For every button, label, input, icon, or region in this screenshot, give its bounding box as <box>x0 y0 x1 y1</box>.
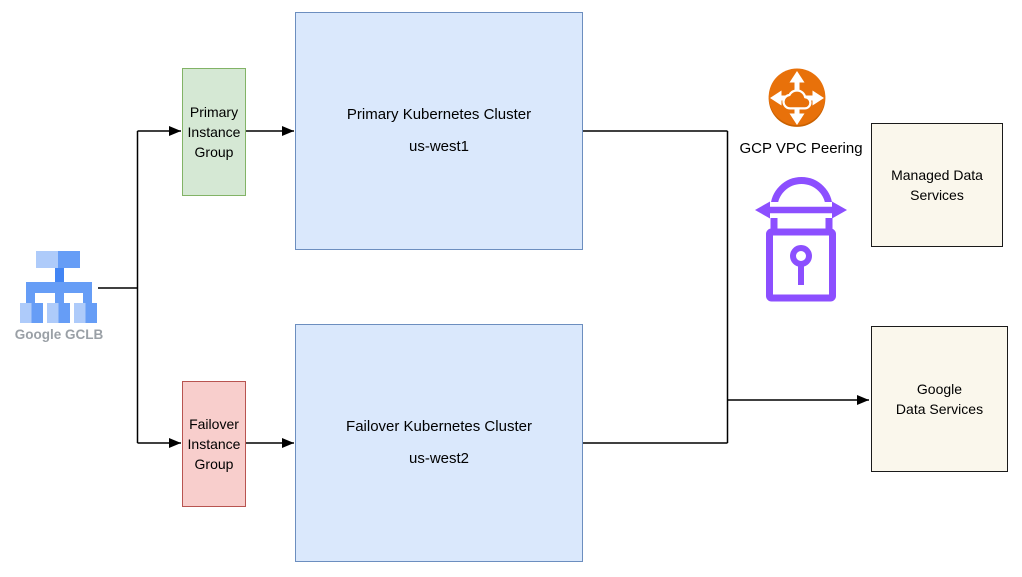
node-label-line: Primary <box>189 104 239 120</box>
gclb-label: Google GCLB <box>14 327 104 342</box>
lock-with-bidirectional-arrow-icon <box>754 177 848 302</box>
node-primary-instance-group: Primary Instance Group <box>182 68 246 196</box>
lb-backend-1 <box>20 303 43 323</box>
lb-trunk <box>54 268 64 282</box>
node-label-line: Google <box>916 381 963 397</box>
load-balancer-icon <box>20 251 98 323</box>
node-google-data-services: Google Data Services <box>871 326 1008 472</box>
node-label-line: Instance <box>187 436 241 452</box>
node-label-line: Managed Data <box>891 167 983 183</box>
node-label-line: Failover <box>189 416 239 432</box>
node-label-line: Data Services <box>895 401 984 417</box>
node-failover-instance-group: Failover Instance Group <box>182 381 246 507</box>
vpc-peering-label: GCP VPC Peering <box>739 140 863 157</box>
node-managed-data-services: Managed Data Services <box>871 123 1003 247</box>
lb-top-node-left <box>36 251 58 268</box>
lb-leg-left <box>26 293 35 303</box>
lb-backend-3 <box>74 303 97 323</box>
node-label-line: Group <box>194 144 234 160</box>
cluster-region: us-west2 <box>408 450 470 467</box>
lb-distribution-bar <box>26 282 92 293</box>
node-primary-kubernetes-cluster: Primary Kubernetes Cluster us-west1 <box>295 12 583 250</box>
cluster-name: Primary Kubernetes Cluster <box>346 106 532 123</box>
node-label-line: Instance <box>187 124 241 140</box>
node-label-line: Services <box>910 187 964 203</box>
lb-leg-right <box>83 293 92 303</box>
cluster-name: Failover Kubernetes Cluster <box>346 418 532 435</box>
lb-backend-2 <box>47 303 70 323</box>
lb-leg-middle <box>54 293 64 303</box>
cloud-peering-arrows-icon <box>768 68 826 127</box>
lb-top-node-right <box>58 251 80 268</box>
node-failover-kubernetes-cluster: Failover Kubernetes Cluster us-west2 <box>295 324 583 562</box>
cluster-region: us-west1 <box>408 138 470 155</box>
node-label-line: Group <box>194 456 234 472</box>
